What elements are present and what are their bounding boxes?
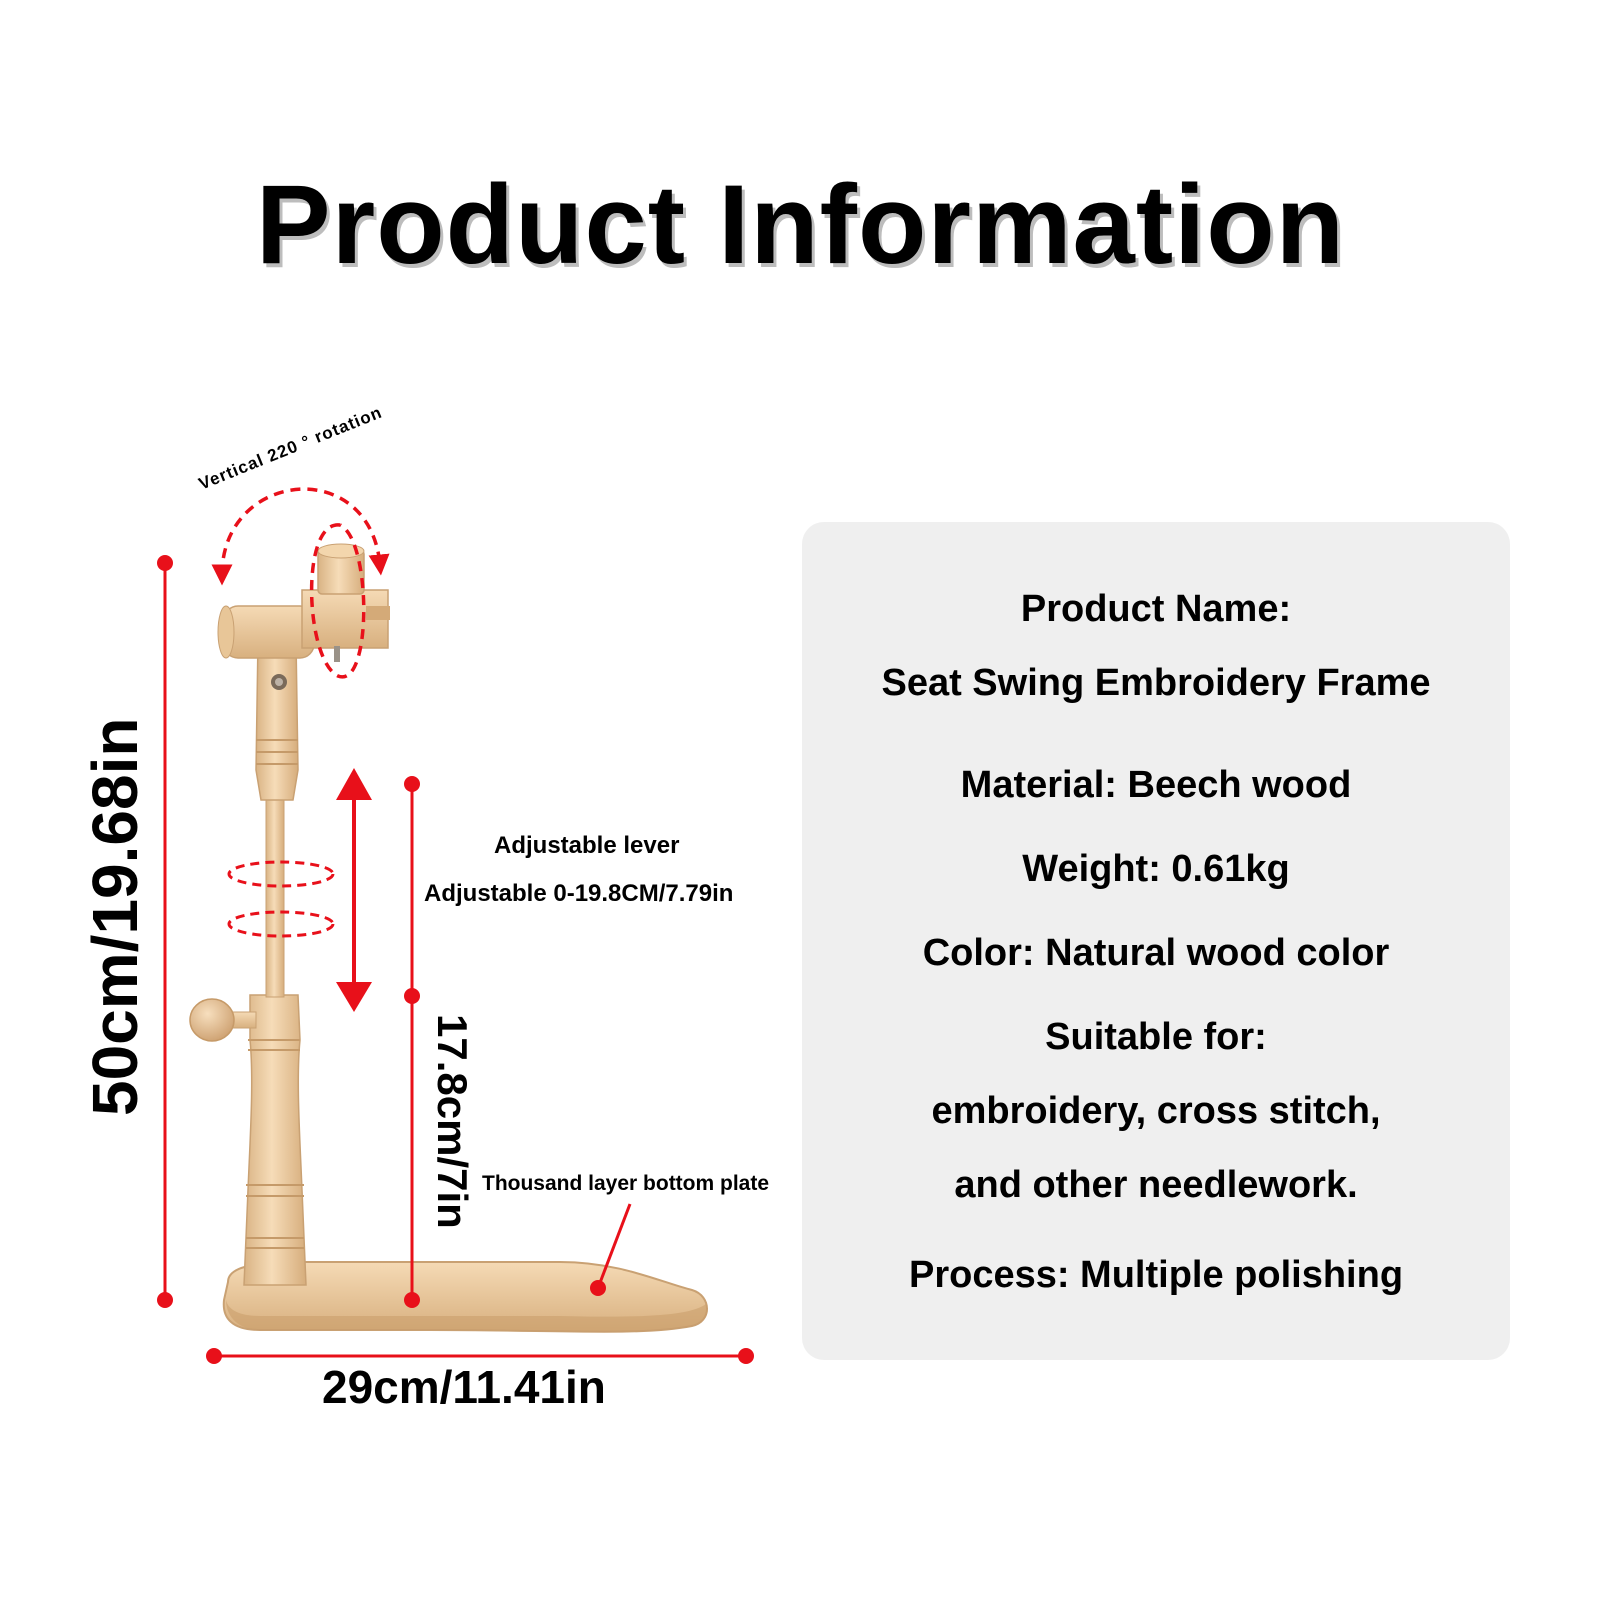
color-line: Color: Natural wood color (922, 932, 1390, 974)
lever-adjust-arrow (336, 768, 372, 1012)
base-plate-pointer (590, 1203, 632, 1296)
lever-range-label: Adjustable 0-19.8CM/7.79in (424, 880, 734, 907)
upper-column (255, 639, 299, 801)
base-width-dimension (206, 1348, 754, 1364)
process-line: Process: Multiple polishing (908, 1254, 1404, 1296)
suitable-label: Suitable for: (1045, 1016, 1267, 1058)
base-height-label: 17.8cm/7in (429, 1014, 476, 1229)
lever-dimension (404, 776, 420, 1308)
base-width-label: 29cm/11.41in (322, 1361, 606, 1413)
adjustable-rod (265, 791, 285, 998)
product-name-value: Seat Swing Embroidery Frame (881, 662, 1431, 704)
base-plate-label: Thousand layer bottom plate (482, 1172, 770, 1195)
lever-title-label: Adjustable lever (494, 832, 680, 859)
tension-knob (189, 998, 257, 1042)
total-height-dimension (157, 555, 173, 1308)
weight-line: Weight: 0.61kg (1022, 848, 1290, 890)
suitable-line-2: and other needlework. (954, 1164, 1358, 1206)
lower-column (243, 994, 307, 1286)
page-title: Product Information (255, 162, 1346, 287)
lever-rotation-rings (227, 860, 335, 938)
base-plate (222, 1261, 708, 1333)
product-info-panel: Product Name: Seat Swing Embroidery Fram… (802, 522, 1510, 1360)
total-height-label: 50cm/19.68in (79, 717, 151, 1117)
rotation-indicator (211, 487, 390, 679)
suitable-line-1: embroidery, cross stitch, (931, 1090, 1381, 1132)
material-line: Material: Beech wood (960, 764, 1352, 806)
product-name-label: Product Name: (1020, 588, 1292, 630)
